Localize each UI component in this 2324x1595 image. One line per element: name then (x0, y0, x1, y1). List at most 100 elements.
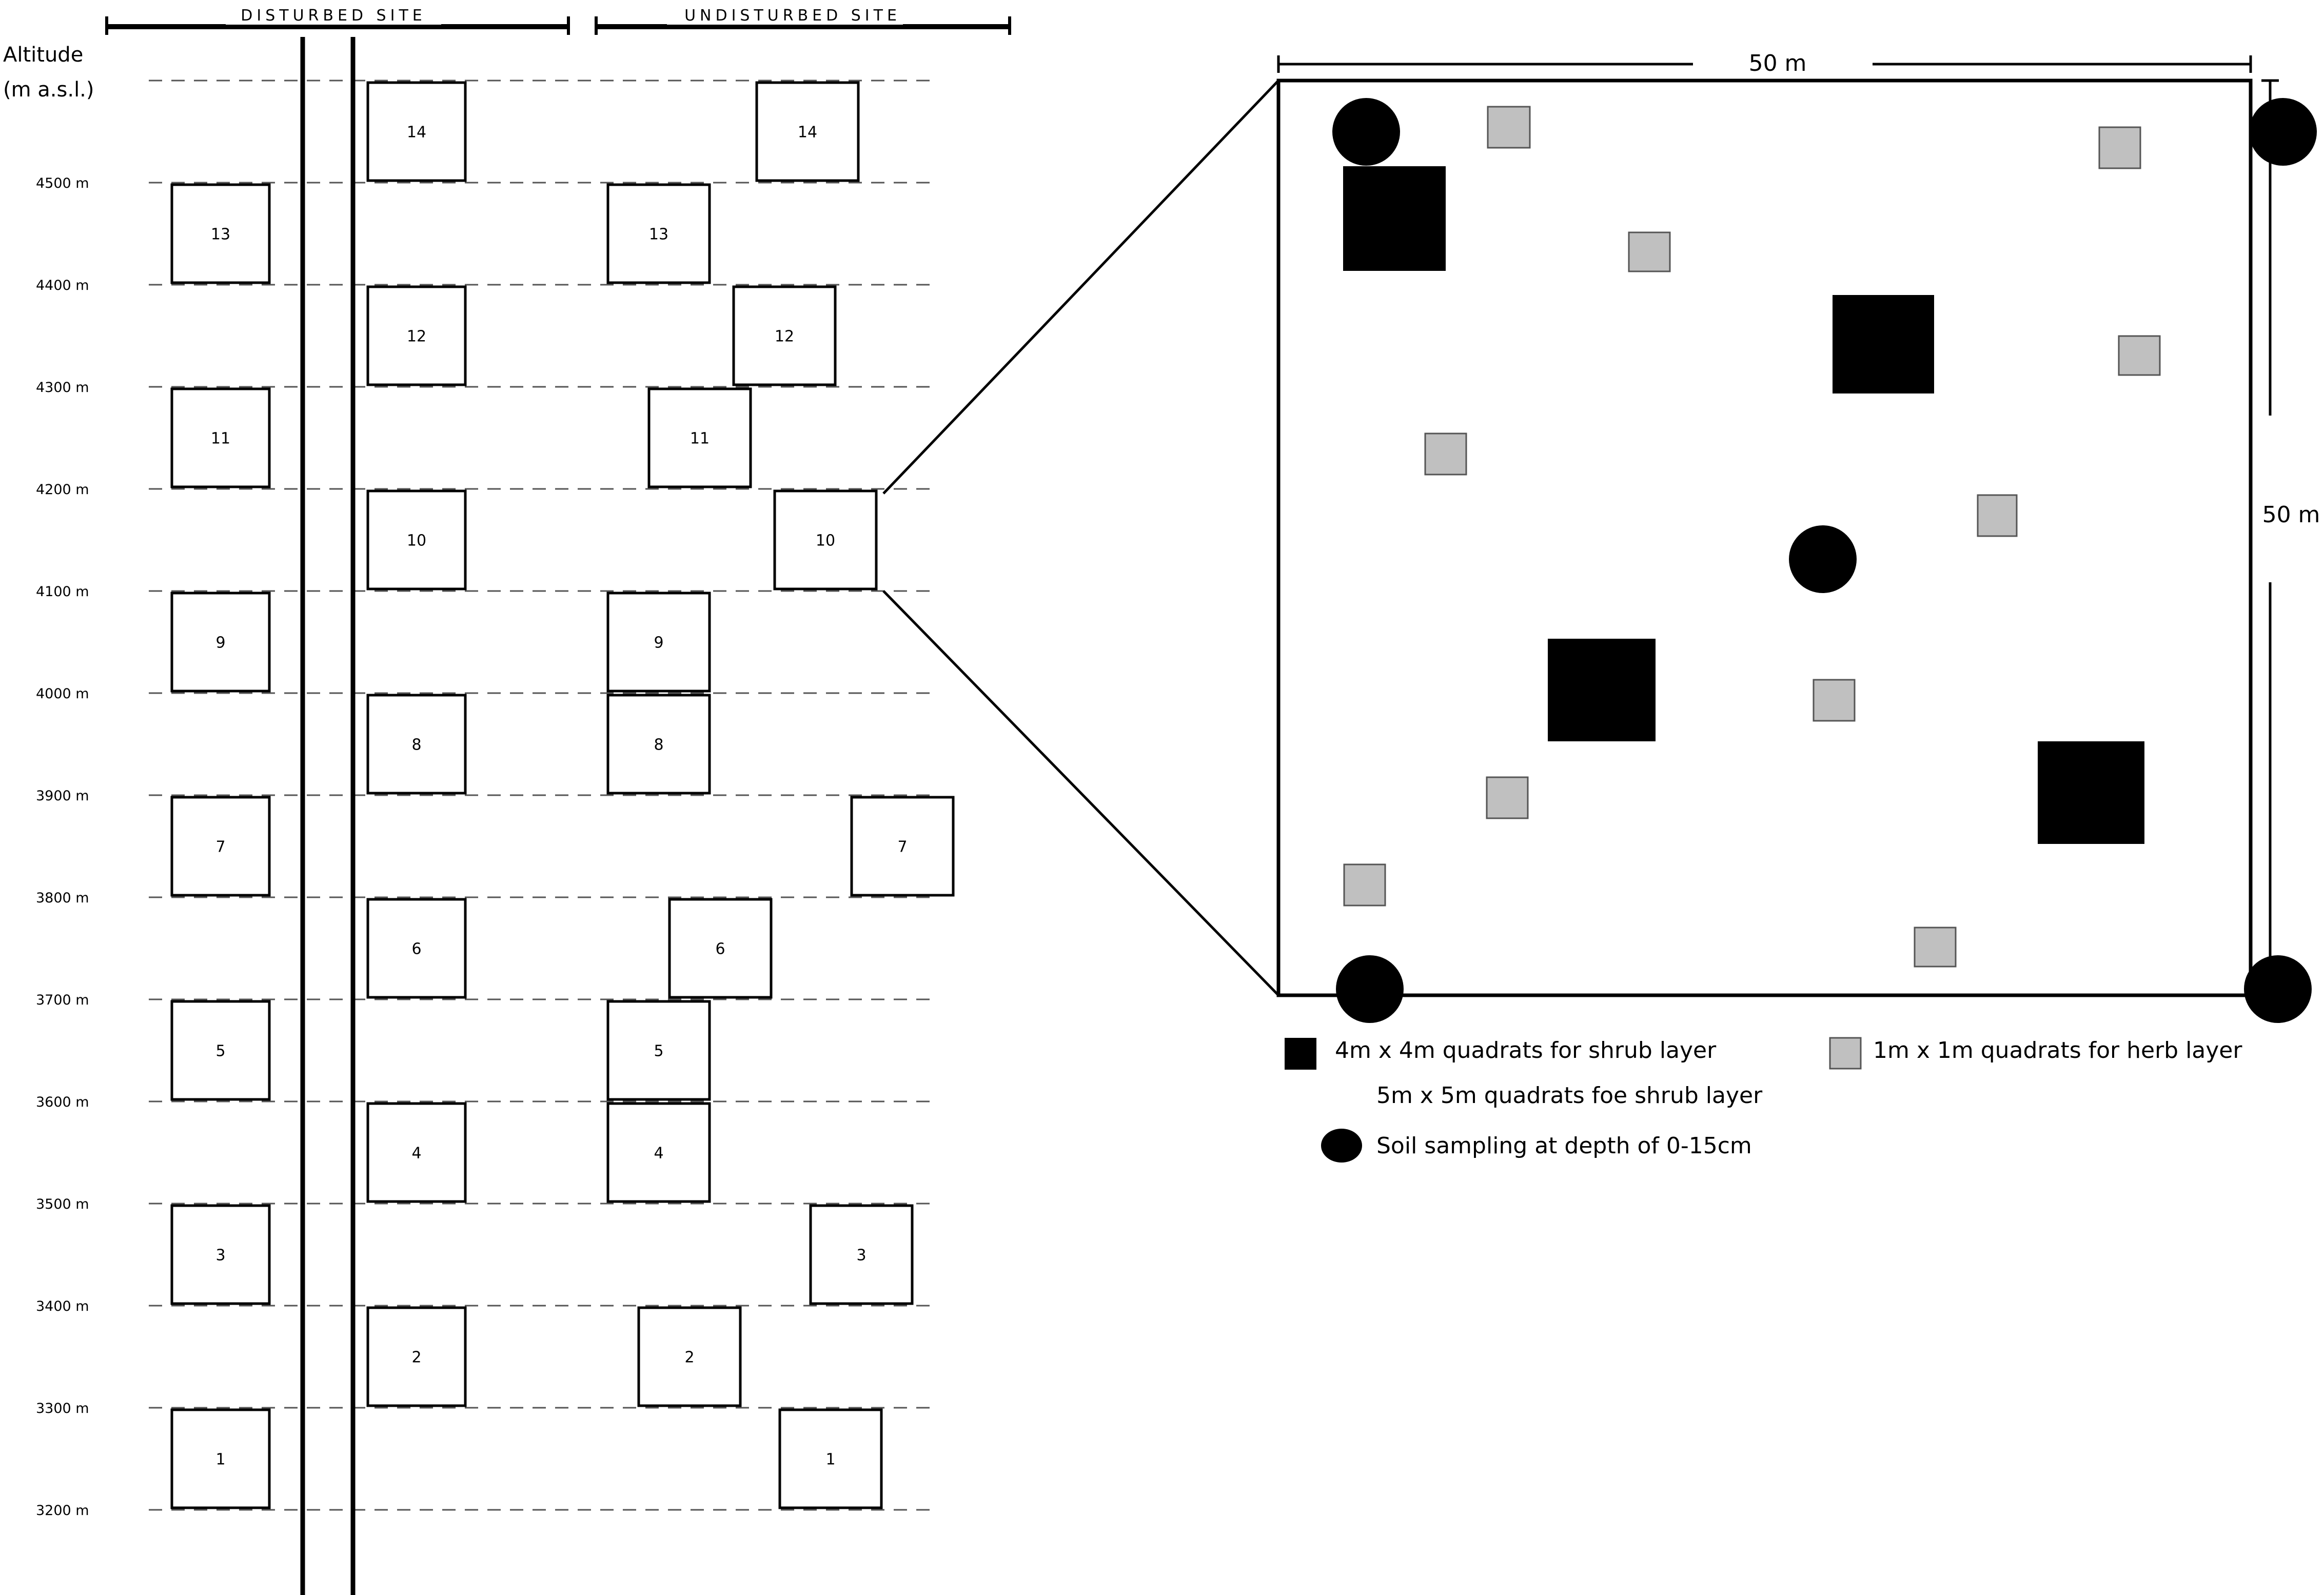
plot-number: 8 (654, 736, 663, 754)
road (300, 37, 356, 1595)
undisturbed-plot-4: 4 (606, 1102, 711, 1203)
plot-number: 12 (407, 328, 426, 346)
shrub-quadrats (1343, 166, 2144, 844)
herb-quadrat (1486, 776, 1529, 819)
undisturbed-plot-8: 8 (606, 694, 711, 795)
plot-number: 6 (715, 940, 725, 958)
plot-number: 7 (897, 838, 907, 856)
undisturbed-plot-7: 7 (850, 796, 955, 897)
plot-number: 1 (215, 1451, 225, 1469)
plot-number: 8 (411, 736, 421, 754)
herb-quadrat (1977, 494, 2018, 537)
altitude-axis-unit: (m a.s.l.) (3, 78, 94, 102)
altitude-label: 4000 m (36, 686, 89, 702)
disturbed-site-label: DISTURBED SITE (241, 7, 426, 25)
undisturbed-plot-13: 13 (606, 183, 711, 284)
soil-point (1336, 955, 1404, 1023)
disturbed-plot-12: 12 (366, 285, 467, 386)
height-label: 50 m (2262, 502, 2320, 528)
zoom-connector (882, 80, 1279, 996)
soil-point (2244, 955, 2312, 1023)
height-dimension: 50 m (2261, 79, 2320, 995)
altitude-label: 3200 m (36, 1503, 89, 1519)
altitude-label: 4100 m (36, 584, 89, 600)
disturbed-plot-3: 3 (170, 1204, 271, 1305)
undisturbed-plot-6: 6 (668, 898, 773, 999)
disturbed-plot-5: 5 (170, 1000, 271, 1101)
plot-number: 13 (211, 226, 230, 244)
plot-box (170, 1204, 271, 1305)
plot-box (606, 183, 711, 284)
plot-number: 11 (690, 430, 710, 448)
plot-box (170, 1408, 271, 1509)
herb-quadrat (1628, 231, 1671, 272)
width-dimension: 50 m (1277, 50, 2252, 76)
undisturbed-site-label: UNDISTURBED SITE (684, 7, 901, 25)
shrub-quadrat (1833, 295, 1934, 393)
herb-quadrat (1424, 432, 1467, 476)
plot-box (606, 1000, 711, 1101)
herb-quadrat (2098, 126, 2141, 169)
plot-number: 4 (411, 1145, 421, 1163)
plot-box (755, 81, 860, 182)
disturbed-plot-14: 14 (366, 81, 467, 182)
disturbed-plot-9: 9 (170, 592, 271, 693)
plot-number: 13 (649, 226, 668, 244)
plot-number: 14 (798, 124, 817, 142)
herb-quadrat (2118, 335, 2161, 376)
altitude-label: 3500 m (36, 1196, 89, 1212)
plot-number: 3 (856, 1247, 866, 1265)
plot-number: 12 (775, 328, 794, 346)
plot-box (170, 387, 271, 488)
plot-box (170, 183, 271, 284)
soil-point (2249, 98, 2317, 166)
altitude-label: 4200 m (36, 482, 89, 498)
plot-box (170, 796, 271, 897)
undisturbed-site-header: UNDISTURBED SITE (595, 4, 1011, 35)
plot-box (773, 489, 878, 590)
altitude-label: 4400 m (36, 278, 89, 293)
altitude-label: 3600 m (36, 1094, 89, 1110)
legend-shrub-4m: 4m x 4m quadrats for shrub layer (1335, 1037, 1717, 1064)
plot-number: 7 (215, 838, 225, 856)
undisturbed-plot-10: 10 (773, 489, 878, 590)
plot-box (366, 1306, 467, 1407)
altitude-label: 4300 m (36, 380, 89, 396)
legend: 4m x 4m quadrats for shrub layer 1m x 1m… (1285, 1037, 2242, 1163)
legend-shrub-5m: 5m x 5m quadrats foe shrub layer (1376, 1082, 1763, 1109)
soil-sampling-points (1332, 98, 2317, 1023)
undisturbed-plot-9: 9 (606, 592, 711, 693)
herb-quadrat (1813, 679, 1856, 722)
undisturbed-plot-2: 2 (637, 1306, 742, 1407)
plot-number: 5 (215, 1042, 225, 1060)
plot-box (647, 387, 752, 488)
disturbed-plot-13: 13 (170, 183, 271, 284)
plot-box (366, 81, 467, 182)
undisturbed-plot-3: 3 (809, 1204, 914, 1305)
plot-box (668, 898, 773, 999)
shrub-quadrat (2038, 741, 2144, 844)
plot-number: 10 (816, 532, 835, 550)
legend-shrub-swatch (1285, 1038, 1316, 1070)
legend-herb-swatch (1829, 1037, 1862, 1070)
altitude-axis-title: Altitude (3, 43, 83, 67)
legend-soil-swatch (1321, 1129, 1362, 1163)
altitude-label: 3800 m (36, 890, 89, 906)
plot-box (170, 1000, 271, 1101)
plot-number: 9 (654, 634, 663, 652)
disturbed-plot-8: 8 (366, 694, 467, 795)
disturbed-plot-4: 4 (366, 1102, 467, 1203)
herb-quadrat (1343, 863, 1386, 907)
altitude-label: 4500 m (36, 175, 89, 191)
altitude-label: 3400 m (36, 1298, 89, 1314)
plot-box (637, 1306, 742, 1407)
plot-box (366, 694, 467, 795)
altitude-label: 3700 m (36, 992, 89, 1008)
disturbed-plot-1: 1 (170, 1408, 271, 1509)
shrub-quadrat (1548, 639, 1656, 741)
plot-number: 14 (407, 124, 426, 142)
plot-number: 9 (215, 634, 225, 652)
